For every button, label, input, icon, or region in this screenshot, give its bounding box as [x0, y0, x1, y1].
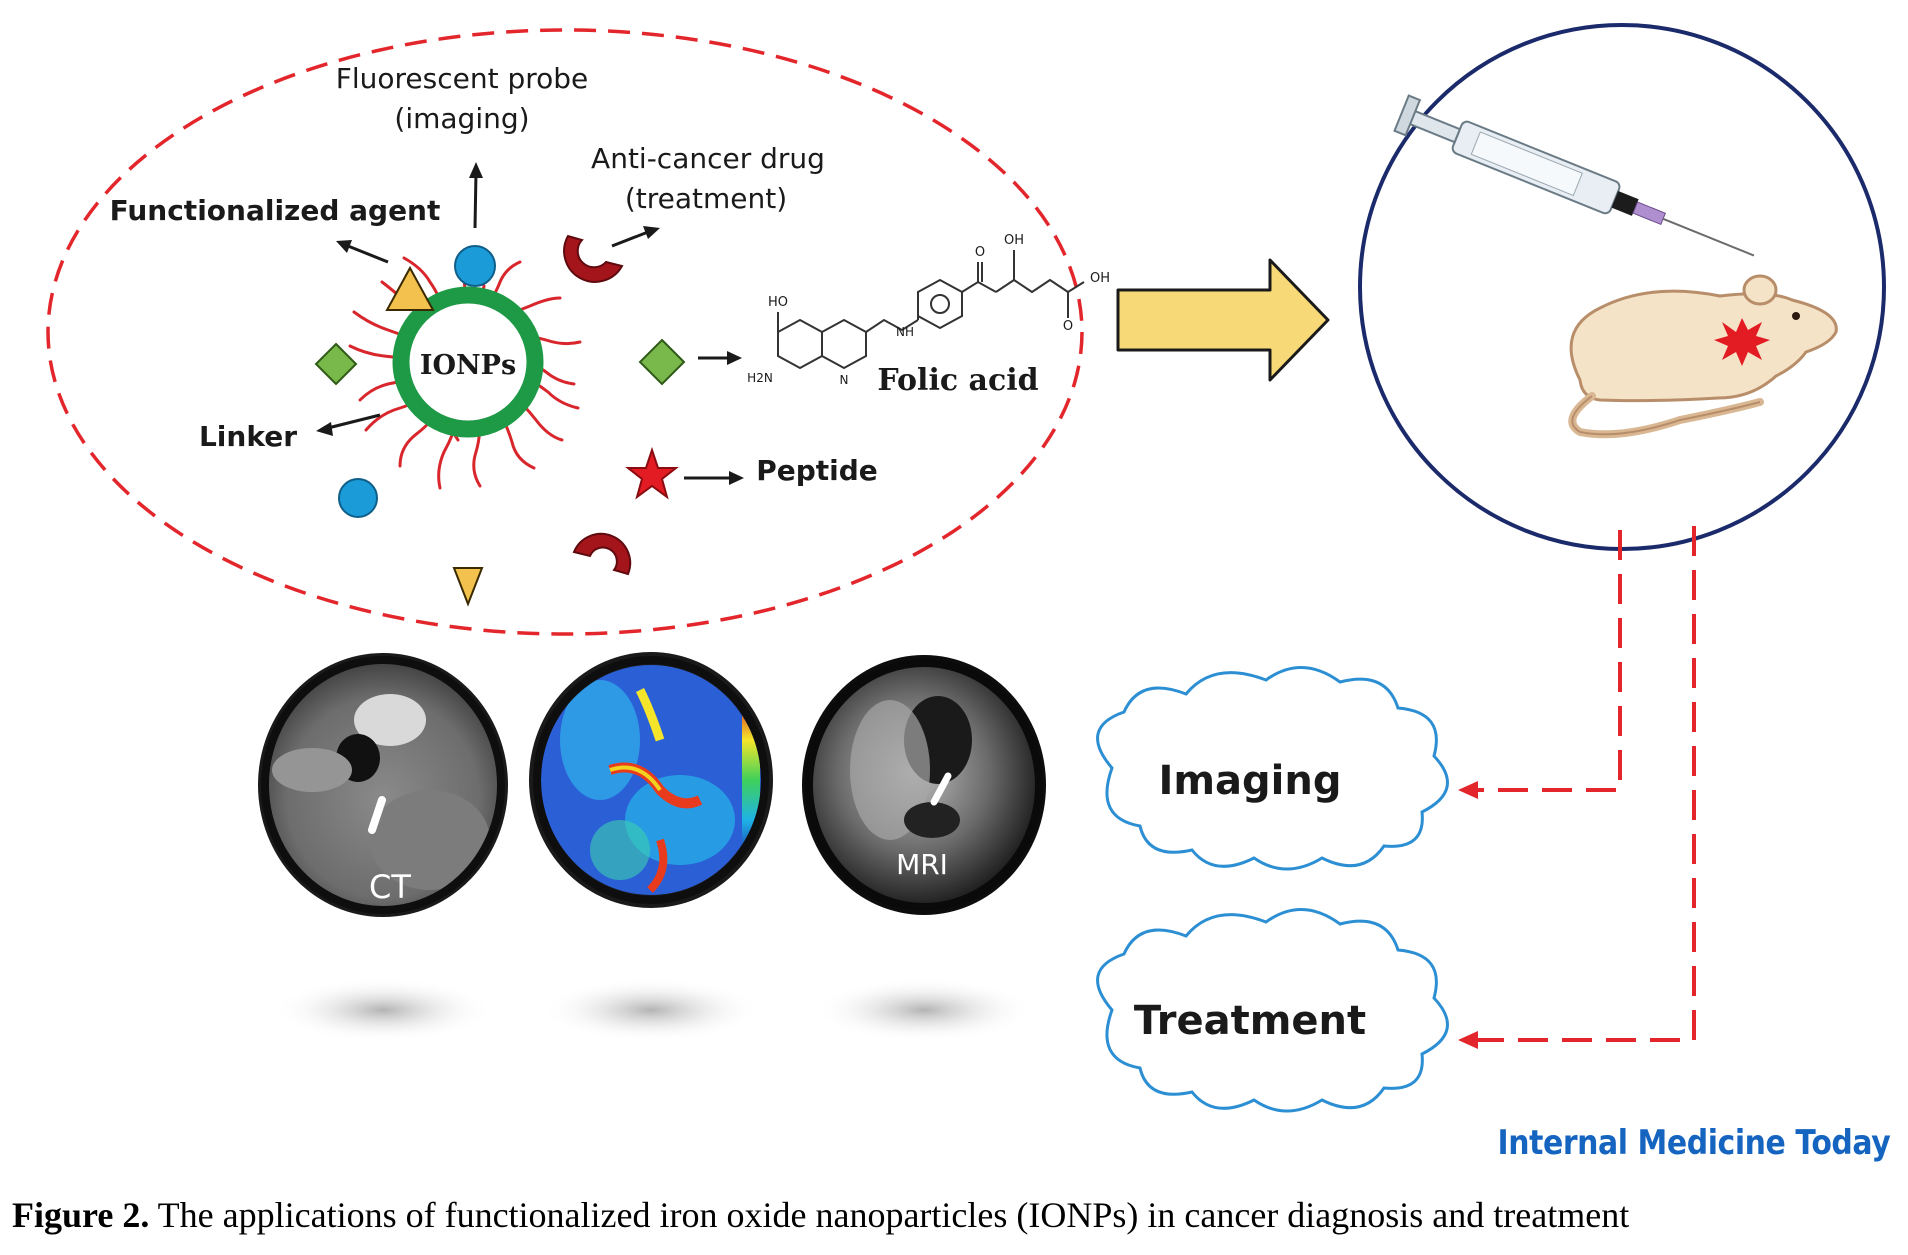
- chem-h2n: H2N: [747, 371, 773, 385]
- connector-to-treatment: [1478, 526, 1696, 1042]
- mri-scan-image: [802, 655, 1046, 915]
- ct-scan-image: [258, 653, 508, 917]
- nanoparticle-boundary: [46, 28, 1084, 636]
- peptide-arrow-head: [729, 471, 744, 485]
- chem-oh-top: OH: [1004, 233, 1024, 248]
- figure-caption: Figure 2. The applications of functional…: [12, 1194, 1629, 1236]
- ionps-label: IONPs: [420, 350, 516, 381]
- chem-nh: NH: [896, 325, 914, 339]
- chem-oh-right: OH: [1090, 271, 1110, 286]
- chem-n: N: [840, 373, 849, 387]
- in-vivo-circle: [1358, 23, 1886, 551]
- treatment-cloud: [1096, 908, 1449, 1113]
- treatment-arrow-head: [1458, 1031, 1478, 1049]
- folic-arrow-head: [727, 351, 742, 365]
- linker-right-icon: [638, 338, 686, 386]
- ionp-core: [392, 286, 544, 438]
- ct-shadow: [273, 978, 493, 1042]
- mri-label: MRI: [896, 848, 948, 881]
- imaging-label: Imaging: [1158, 758, 1341, 804]
- folic-acid-structure: [777, 250, 1085, 370]
- agent-arrow-head: [336, 240, 352, 253]
- treatment-label: Treatment: [1134, 998, 1366, 1044]
- caption-text: The applications of functionalized iron …: [149, 1195, 1630, 1235]
- syringe-icon: [1393, 94, 1755, 257]
- anticancer-drug-bottom-icon: [572, 532, 632, 576]
- anticancer-drug-label: Anti-cancer drug: [591, 142, 825, 175]
- imaging-arrow-head: [1458, 781, 1478, 799]
- flow-arrow: [1116, 258, 1330, 382]
- caption-label: Figure 2.: [12, 1195, 150, 1235]
- heatmap-shadow: [541, 978, 761, 1042]
- heatmap-scan-image: [529, 652, 773, 908]
- chem-o-amide: O: [975, 245, 985, 260]
- chem-o-bottom: O: [1063, 319, 1073, 334]
- probe-arrow-head: [469, 162, 483, 178]
- peptide-icon: [625, 446, 679, 500]
- linker-label: Linker: [199, 420, 297, 453]
- connector-to-imaging: [1478, 530, 1622, 792]
- anticancer-drug-sub-label: (treatment): [625, 182, 787, 215]
- drug-arrow-head: [643, 226, 660, 239]
- tumor-icon: [1714, 318, 1770, 366]
- ct-label: CT: [369, 868, 411, 906]
- linker-left-icon: [314, 342, 358, 386]
- linker-arrow-head: [316, 422, 333, 436]
- functionalized-agent-label: Functionalized agent: [110, 194, 441, 227]
- anticancer-drug-top-icon: [563, 234, 624, 283]
- folic-acid-label: Folic acid: [877, 363, 1038, 398]
- functionalized-agent-icon: [385, 265, 435, 311]
- chem-ho: HO: [768, 295, 788, 310]
- fluorescent-probe-label: Fluorescent probe: [336, 62, 589, 95]
- imaging-cloud: [1096, 666, 1449, 871]
- functionalized-agent-bottom-icon: [452, 567, 484, 607]
- fluorescent-probe-top-icon: [454, 245, 496, 287]
- mri-shadow: [814, 978, 1034, 1042]
- fluorescent-probe-bottom-icon: [338, 478, 378, 518]
- journal-watermark: Internal Medicine Today: [1497, 1123, 1890, 1163]
- fluorescent-probe-sub-label: (imaging): [394, 102, 529, 135]
- peptide-label: Peptide: [756, 454, 878, 487]
- mouse-icon: [1568, 274, 1838, 439]
